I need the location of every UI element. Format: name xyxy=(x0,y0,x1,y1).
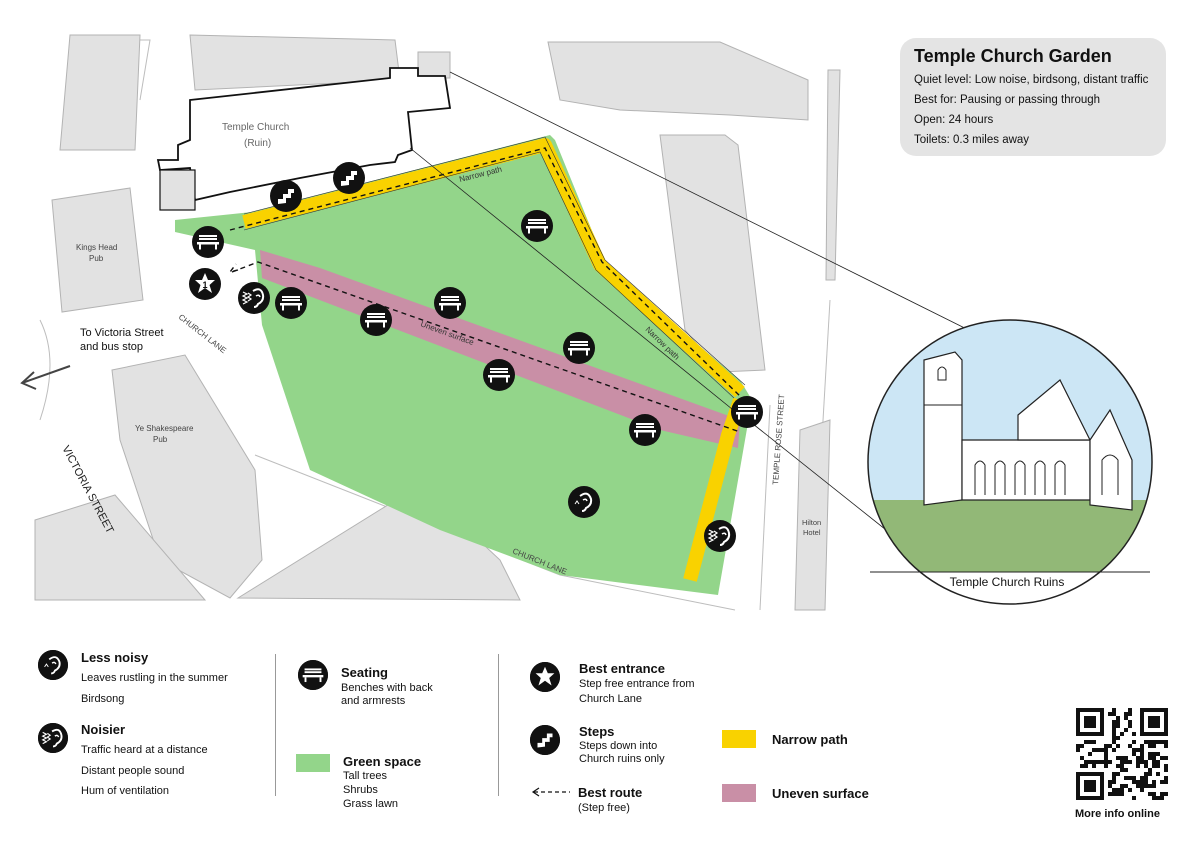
bench-icon xyxy=(563,332,595,364)
info-best-for: Best for: Pausing or passing through xyxy=(914,94,1101,106)
legend-less-noisy-line: Birdsong xyxy=(81,693,125,705)
bench-icon xyxy=(629,414,661,446)
legend-seating-line: Benches with back xyxy=(341,682,433,694)
green-space-swatch xyxy=(296,754,330,772)
inset-caption: Temple Church Ruins xyxy=(950,575,1065,589)
legend-best-route-title: Best route xyxy=(578,785,643,800)
building-north-left xyxy=(59,34,141,151)
info-toilets: Toilets: 0.3 miles away xyxy=(914,134,1030,146)
info-quiet-level: Quiet level: Low noise, birdsong, distan… xyxy=(914,74,1149,86)
info-card: Temple Church Garden Quiet level: Low no… xyxy=(900,38,1166,156)
quiet-icon xyxy=(38,650,68,680)
building-right-block xyxy=(659,134,766,373)
hilton-building xyxy=(794,419,831,611)
best-entrance-icon xyxy=(530,662,560,692)
uneven-surface-swatch xyxy=(722,784,756,802)
best-entrance-icon: 1 xyxy=(189,268,221,300)
legend-seating-title: Seating xyxy=(341,665,388,680)
inset-connector-lines xyxy=(409,71,1036,546)
qr-code[interactable] xyxy=(1076,708,1168,800)
bench-icon xyxy=(521,210,553,242)
bench-icon xyxy=(483,359,515,391)
shakespeare-label: Ye Shakespeare xyxy=(135,424,194,433)
legend-seating-line: and armrests xyxy=(341,695,406,707)
kings-head-label: Kings Head xyxy=(76,243,117,252)
bench-icon xyxy=(731,396,763,428)
legend-green-space-line: Shrubs xyxy=(343,784,378,796)
legend-best-entrance-title: Best entrance xyxy=(579,661,665,676)
legend-best-route-sub: (Step free) xyxy=(578,802,630,814)
church-lane-label-1: CHURCH LANE xyxy=(177,312,228,355)
legend-green-space-line: Tall trees xyxy=(343,770,388,782)
legend-noisier-title: Noisier xyxy=(81,722,126,737)
qr-caption: More info online xyxy=(1075,808,1160,820)
building-left-bottom xyxy=(34,494,207,601)
shakespeare-sub-label: Pub xyxy=(153,435,168,444)
map-icons: 1 xyxy=(189,162,763,553)
info-open: Open: 24 hours xyxy=(914,114,994,126)
church-ruin-outline xyxy=(156,67,452,202)
building-top-right xyxy=(547,41,809,121)
steps-icon xyxy=(270,180,302,212)
legend-uneven-surface-title: Uneven surface xyxy=(772,786,869,801)
site-map: Temple Church (Ruin) Kings Head Pub Ye S… xyxy=(20,34,1153,611)
legend-narrow-path-title: Narrow path xyxy=(772,732,848,747)
building-right-edge xyxy=(825,69,841,281)
narrow-path-swatch xyxy=(722,730,756,748)
noisy-icon xyxy=(703,519,737,553)
best-route xyxy=(228,147,743,433)
church-annex xyxy=(159,169,196,211)
map-legend: Less noisy Leaves rustling in the summer… xyxy=(0,620,1200,848)
victoria-link-label: To Victoria Street xyxy=(80,327,164,339)
legend-less-noisy-title: Less noisy xyxy=(81,650,149,665)
noisy-icon xyxy=(237,281,271,315)
church-sub-label: (Ruin) xyxy=(244,138,271,149)
steps-icon xyxy=(530,725,560,755)
noisy-icon xyxy=(38,723,68,753)
church-label: Temple Church xyxy=(222,122,289,133)
legend-best-entrance-line: Step free entrance from xyxy=(579,678,695,690)
building-top-small xyxy=(417,51,451,79)
victoria-link-sub-label: and bus stop xyxy=(80,341,143,353)
legend-noisier-line: Hum of ventilation xyxy=(81,785,170,797)
temple-rose-label: TEMPLE ROSE STREET xyxy=(771,394,786,485)
legend-divider xyxy=(275,654,276,796)
bench-icon xyxy=(298,660,328,690)
kings-head-building xyxy=(51,187,144,313)
narrow-path-edges xyxy=(243,136,746,399)
legend-green-space-line: Grass lawn xyxy=(343,798,399,810)
steps-icon xyxy=(333,162,365,194)
legend-steps-title: Steps xyxy=(579,724,615,739)
surrounding-buildings xyxy=(34,34,841,611)
info-title: Temple Church Garden xyxy=(914,46,1112,66)
legend-green-space-title: Green space xyxy=(343,754,422,769)
legend-divider xyxy=(498,654,499,796)
west-arrow-icon xyxy=(20,365,71,390)
legend-noisier-line: Traffic heard at a distance xyxy=(81,744,208,756)
green-space xyxy=(175,135,752,595)
bench-icon xyxy=(192,226,224,258)
bench-icon xyxy=(434,287,466,319)
uneven-surface-band xyxy=(260,250,740,448)
bench-icon xyxy=(275,287,307,319)
hilton-label: Hilton xyxy=(802,518,821,527)
church-ruins-inset: Temple Church Ruins xyxy=(867,319,1153,605)
legend-steps-line: Church ruins only xyxy=(579,753,665,765)
kings-head-sub-label: Pub xyxy=(89,254,104,263)
bench-icon xyxy=(360,304,392,336)
legend-noisier-line: Distant people sound xyxy=(81,765,185,777)
quiet-icon xyxy=(567,485,601,519)
hilton-sub-label: Hotel xyxy=(803,528,821,537)
entrance-number: 1 xyxy=(202,280,207,290)
legend-steps-line: Steps down into xyxy=(579,740,658,752)
best-route-swatch xyxy=(531,787,570,797)
shakespeare-building xyxy=(111,354,263,599)
legend-best-entrance-line: Church Lane xyxy=(579,693,642,705)
legend-less-noisy-line: Leaves rustling in the summer xyxy=(81,672,228,684)
